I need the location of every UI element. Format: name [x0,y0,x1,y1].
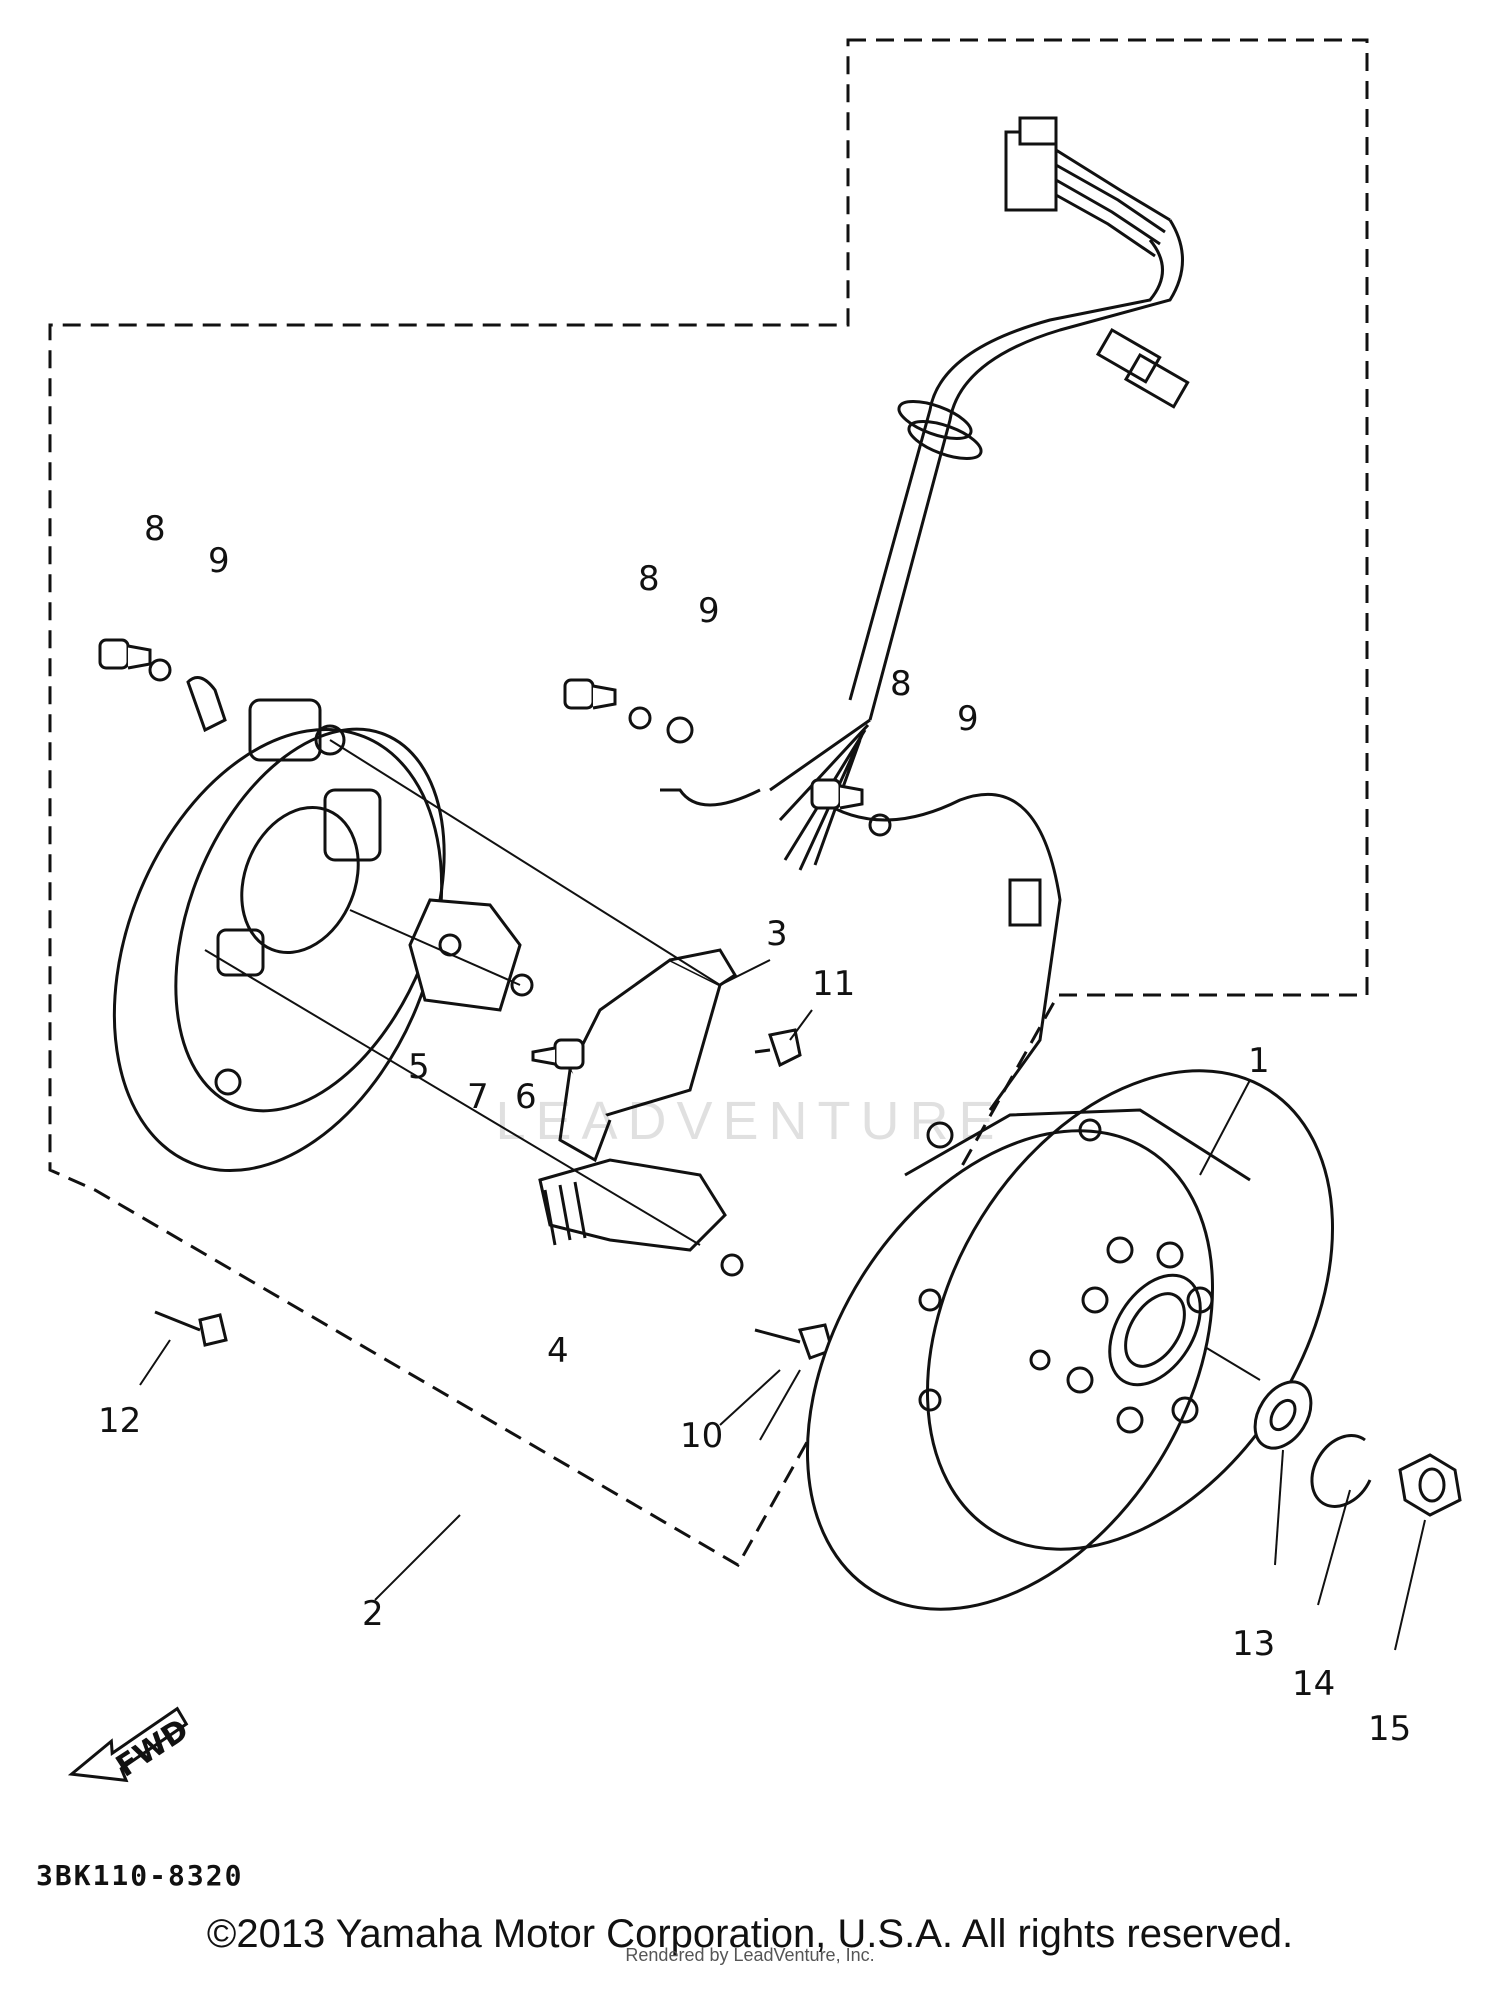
callout-8-right: 8 [890,664,912,704]
part-12-leader [139,1339,171,1386]
callout-11: 11 [812,964,855,1004]
callout-8-left: 8 [144,509,166,549]
callout-15: 15 [1368,1709,1411,1749]
flywheel-hardware [1253,1380,1462,1517]
figure-code: 3BK110-8320 [36,1859,243,1892]
rendered-by-note: Rendered by LeadVenture, Inc. [625,1945,875,1965]
watermark: LEADVENTURE [495,1091,1005,1151]
callout-14: 14 [1292,1664,1335,1704]
pickup-coil [408,898,522,1012]
part-2-leader [374,1514,461,1601]
part-15-leader [1394,1519,1426,1651]
callout-labels: 1 2 3 4 5 6 7 8 8 8 9 9 9 10 11 12 13 14… [98,509,1411,1749]
callout-1: 1 [1248,1041,1270,1081]
wire-harness [660,116,1190,1149]
part-11-leader [789,1009,813,1041]
callout-3: 3 [766,914,788,954]
source-coil [558,948,738,1163]
callout-4: 4 [547,1331,569,1371]
callout-12: 12 [98,1401,141,1441]
callout-2: 2 [362,1594,384,1634]
part-14-leader [1317,1489,1351,1606]
fasteners [98,638,892,1360]
callout-7: 7 [467,1077,489,1117]
callout-9-center: 9 [698,591,720,631]
callout-10: 10 [680,1416,723,1456]
part-10-leader [719,1369,781,1426]
callout-9-left: 9 [208,541,230,581]
part-1-leader [1199,1079,1251,1176]
part-3-leader [719,959,771,986]
fwd-label: FWD [110,1712,195,1784]
fwd-arrow: FWD [67,1706,195,1784]
flywheel-rotor [805,1069,1335,1611]
callout-13: 13 [1232,1624,1275,1664]
callout-9-right: 9 [957,699,979,739]
callout-5: 5 [408,1047,430,1087]
assembly-boundary [48,38,1369,1568]
part-13-leader [1274,1449,1284,1566]
callout-8-center: 8 [638,559,660,599]
callout-6: 6 [515,1077,537,1117]
copyright-notice: ©2013 Yamaha Motor Corporation, U.S.A. A… [206,1912,1294,1956]
leader-lines [204,739,1261,1441]
